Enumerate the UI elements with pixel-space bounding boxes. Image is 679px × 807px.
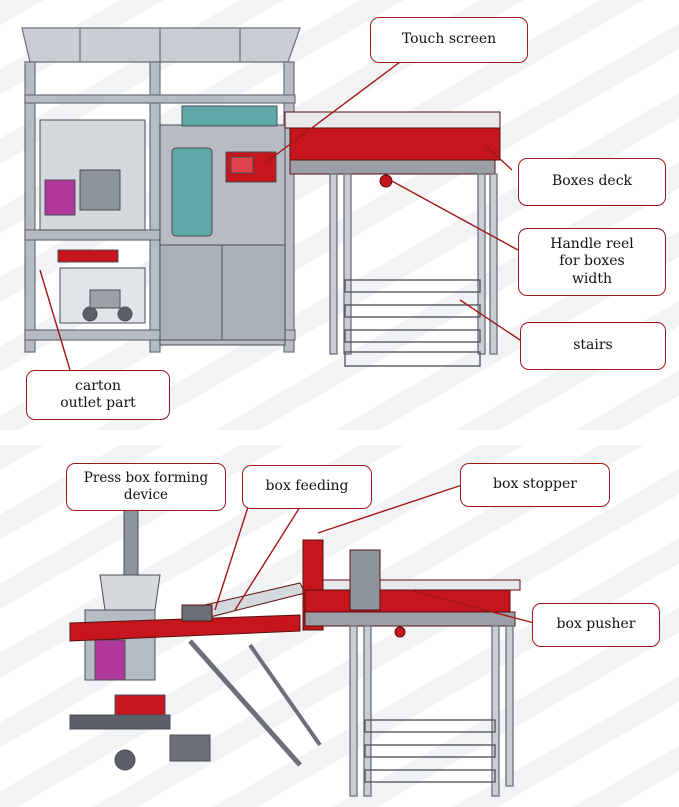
bottom-support-frame [349,625,514,797]
callout-carton-outlet-line-2: outlet part [60,395,136,411]
callout-box-pusher-text: box pusher [556,616,636,633]
boxes-deck-drawing [284,111,501,188]
bottom-stairs-drawing [364,719,496,783]
support-frame [329,173,498,355]
left-mechanism [39,119,146,324]
top-machine-drawing [0,0,679,430]
top-machine-diagram: Touch screen Boxes deck Handle reel for … [0,0,679,430]
callout-stairs-text: stairs [573,337,613,354]
bottom-leader-lines [214,484,535,624]
callout-handle-reel-line-2: for boxes [559,253,625,270]
callout-press-box-line-2: device [123,487,169,503]
callout-press-box: Press box forming device [66,463,226,511]
box-feeding-conveyor [69,582,322,767]
callout-box-stopper-text: box stopper [493,476,577,493]
callout-carton-outlet: carton outlet part [26,370,170,420]
callout-box-feeding-text: box feeding [265,478,349,495]
callout-handle-reel-line-3: width [571,270,613,287]
callout-stairs: stairs [520,322,666,370]
callout-box-feeding: box feeding [242,465,372,509]
stairs-drawing [344,279,481,367]
callout-boxes-deck: Boxes deck [518,158,666,206]
callout-handle-reel: Handle reel for boxes width [518,228,666,296]
box-stopper-deck [302,539,521,638]
top-leader-lines [39,61,521,371]
control-cabinet [159,105,286,346]
callout-box-stopper: box stopper [460,463,610,507]
callout-handle-reel-line-1: Handle reel [550,235,634,252]
callout-touch-screen: Touch screen [370,17,528,63]
callout-touch-screen-text: Touch screen [401,31,497,48]
bottom-machine-diagram: Press box forming device box feeding box… [0,445,679,807]
callout-boxes-deck-text: Boxes deck [551,173,633,190]
callout-carton-outlet-line-1: carton [75,377,121,394]
callout-press-box-line-1: Press box forming [83,470,209,487]
callout-box-pusher: box pusher [532,603,660,647]
